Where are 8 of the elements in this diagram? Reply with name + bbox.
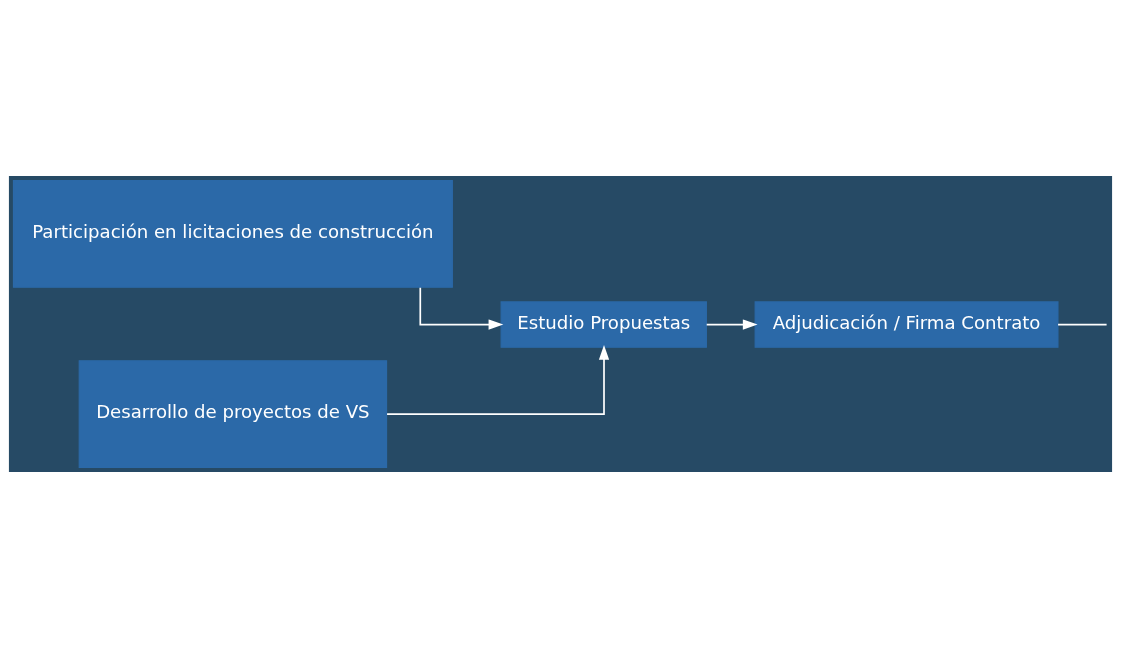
arrow <box>419 286 504 330</box>
node-box: Estudio Propuestas <box>500 301 707 348</box>
node-box: Adjudicación / Firma Contrato <box>754 301 1059 348</box>
arrow <box>386 345 610 415</box>
node-box: Participación en licitaciones de construcción <box>12 179 453 288</box>
arrow <box>705 319 758 330</box>
node-box: Desarrollo de proyectos de VS <box>78 360 388 469</box>
connector <box>1057 323 1108 326</box>
